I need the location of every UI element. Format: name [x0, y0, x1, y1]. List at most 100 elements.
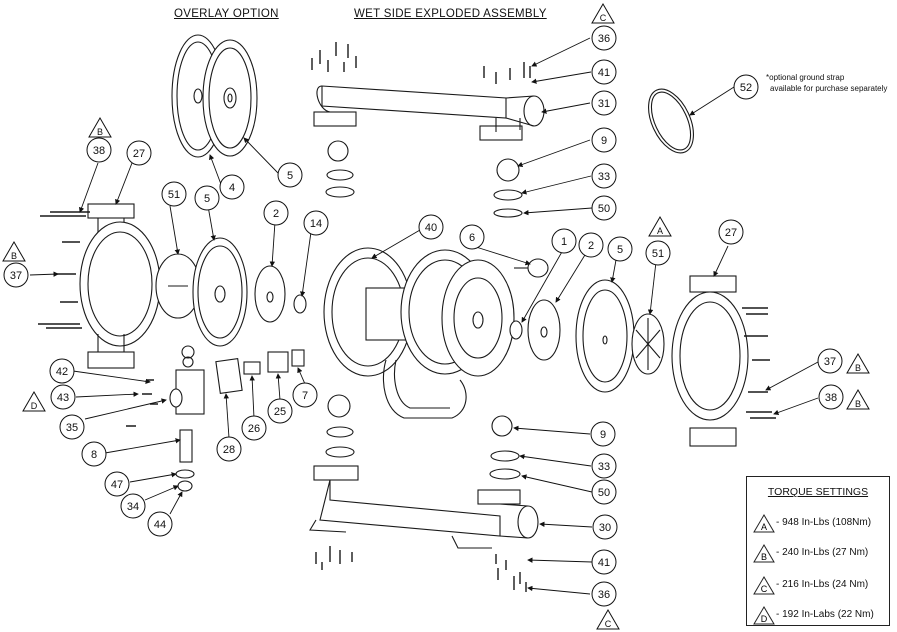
ground-strap-note-line1: *optional ground strap: [766, 73, 845, 82]
torque-settings-title: TORQUE SETTINGS: [767, 486, 869, 498]
oring-50-bottom: [489, 468, 521, 480]
callout-c43: 43: [50, 384, 76, 410]
seat-bottom-left: [326, 426, 354, 438]
callout-label: 5: [287, 170, 293, 182]
triangle-a-icon: A: [753, 514, 775, 533]
callout-label: 2: [273, 208, 279, 220]
overlay-diaphragm-5: [202, 39, 258, 157]
oring-top-left: [325, 186, 355, 198]
svg-text:A: A: [761, 522, 767, 532]
muffler-7: [291, 349, 305, 367]
callout-c2b: 2: [578, 232, 604, 258]
callout-c7: 7: [292, 382, 318, 408]
callout-c36b: 36: [591, 581, 617, 607]
triangle-tB_right2-icon: B: [846, 389, 870, 410]
callout-label: 51: [168, 189, 180, 201]
callout-label: 33: [598, 461, 610, 473]
callout-label: 38: [93, 145, 105, 157]
ground-strap-52: [648, 88, 694, 154]
callout-c1: 1: [551, 228, 577, 254]
check-ball-9-bottom: [491, 415, 513, 437]
callout-label: 37: [824, 356, 836, 368]
triangle-tC_bottom-icon: C: [596, 609, 620, 630]
svg-text:D: D: [761, 614, 768, 624]
callout-label: 9: [601, 135, 607, 147]
callout-c6: 6: [459, 224, 485, 250]
callout-c2a: 2: [263, 200, 289, 226]
callout-label: 42: [56, 366, 68, 378]
air-valve-35: [169, 345, 205, 415]
bottom-manifold-30: [309, 465, 539, 549]
torque-triangles: C B B D A B B C: [2, 3, 870, 630]
torque-value-a: - 948 In-Lbs (108Nm): [776, 517, 872, 528]
triangle-label: B: [97, 127, 103, 137]
callout-c5a: 5: [277, 162, 303, 188]
callout-c37b: 37: [817, 348, 843, 374]
callout-label: 47: [111, 479, 123, 491]
diaphragm-5-right: [575, 279, 635, 393]
overlay-option-header: OVERLAY OPTION: [174, 8, 279, 20]
callout-label: 50: [598, 203, 610, 215]
callout-label: 41: [598, 67, 610, 79]
callout-c5c: 5: [607, 236, 633, 262]
callout-label: 44: [154, 519, 166, 531]
torque-value-d: - 192 In-Labs (22 Nm): [776, 609, 874, 620]
callout-c9a: 9: [591, 127, 617, 153]
callout-c38b: 38: [818, 384, 844, 410]
triangle-tC_top-icon: C: [591, 3, 615, 24]
callout-c33b: 33: [591, 453, 617, 479]
seat-top-left: [326, 169, 354, 181]
oring-50: [493, 208, 523, 218]
callout-c33a: 33: [591, 163, 617, 189]
callout-label: 34: [127, 501, 139, 513]
triangle-d-icon: D: [753, 606, 775, 625]
callout-c50a: 50: [591, 195, 617, 221]
callout-label: 6: [469, 232, 475, 244]
callout-label: 43: [57, 392, 69, 404]
svg-text:B: B: [761, 552, 767, 562]
callout-label: 52: [740, 82, 752, 94]
callout-label: 5: [617, 244, 623, 256]
callout-c41b: 41: [591, 549, 617, 575]
callout-label: 5: [204, 193, 210, 205]
callout-c42: 42: [49, 358, 75, 384]
gasket-28: [215, 358, 243, 394]
parts-art: [38, 34, 776, 592]
callout-c28: 28: [216, 436, 242, 462]
backup-diaphragm-51-right: [631, 313, 665, 375]
callout-label: 38: [825, 392, 837, 404]
triangle-tB_right1-icon: B: [846, 353, 870, 374]
triangle-b-icon: B: [753, 544, 775, 563]
callout-label: 37: [10, 270, 22, 282]
top-bolts: [311, 42, 531, 84]
callout-label: 8: [91, 449, 97, 461]
torque-value-c: - 216 In-Lbs (24 Nm): [776, 579, 869, 590]
torque-row-a: A - 948 In-Lbs (108Nm): [747, 513, 889, 533]
triangle-label: B: [855, 399, 861, 409]
triangle-tA-icon: A: [648, 216, 672, 237]
wet-side-exploded-assembly-header: WET SIDE EXPLODED ASSEMBLY: [354, 8, 547, 20]
oring-bottom-left: [325, 446, 355, 458]
right-fluid-cover-27: [671, 275, 749, 447]
callout-label: 7: [302, 390, 308, 402]
callout-label: 36: [598, 33, 610, 45]
callout-c5b: 5: [194, 185, 220, 211]
callout-c47: 47: [104, 471, 130, 497]
triangle-label: C: [605, 619, 612, 629]
outer-plate-2-left: [254, 265, 286, 323]
callout-c25: 25: [267, 398, 293, 424]
callout-c34: 34: [120, 493, 146, 519]
plate-25: [267, 351, 289, 373]
callout-c4: 4: [219, 174, 245, 200]
left-bolts: [38, 211, 90, 329]
inner-plate-2-right: [527, 299, 561, 361]
callout-c31: 31: [591, 90, 617, 116]
check-ball-bottom-left: [327, 394, 351, 418]
triangle-tD-icon: D: [22, 391, 46, 412]
callout-label: 4: [229, 182, 235, 194]
right-bolts: [742, 307, 776, 419]
callout-c51b: 51: [645, 240, 671, 266]
torque-row-c: C - 216 In-Lbs (24 Nm): [747, 575, 889, 595]
seat-33: [493, 189, 523, 201]
